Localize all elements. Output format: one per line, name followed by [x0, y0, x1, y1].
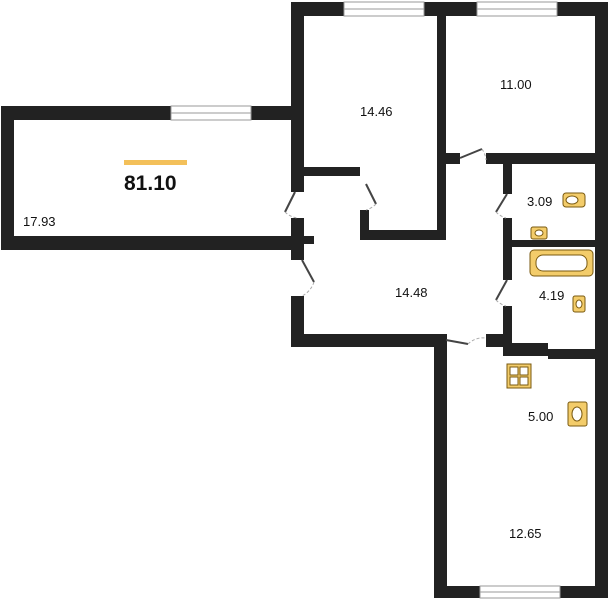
room-area-hallway: 14.48 — [395, 285, 428, 300]
sink-icon — [572, 295, 586, 313]
door — [495, 279, 508, 307]
window — [170, 105, 252, 121]
window — [479, 585, 561, 599]
stove-icon — [506, 363, 532, 389]
room-area-bedroom-2: 11.00 — [500, 77, 532, 92]
room-area-kitchen: 5.00 — [528, 409, 554, 424]
room-area-living-room: 17.93 — [23, 214, 56, 229]
doors — [284, 148, 508, 345]
total-area: 81.10 — [124, 172, 177, 195]
bathtub-icon — [529, 249, 594, 277]
sink-icon — [567, 401, 588, 427]
door — [459, 148, 487, 161]
sink-icon — [530, 226, 548, 240]
door — [301, 259, 315, 297]
room-area-bedroom-3: 12.65 — [509, 526, 542, 541]
door — [365, 183, 377, 211]
toilet-icon — [562, 192, 586, 208]
room-area-toilet: 3.09 — [527, 194, 553, 209]
door — [284, 191, 298, 219]
window — [476, 1, 558, 17]
total-area-accent-bar — [124, 160, 187, 165]
room-area-bathroom: 4.19 — [539, 288, 565, 303]
door — [495, 193, 508, 219]
windows — [170, 1, 561, 599]
fixtures — [506, 192, 594, 427]
door — [445, 337, 487, 345]
room-area-bedroom-1: 14.46 — [360, 104, 393, 119]
window — [343, 1, 425, 17]
